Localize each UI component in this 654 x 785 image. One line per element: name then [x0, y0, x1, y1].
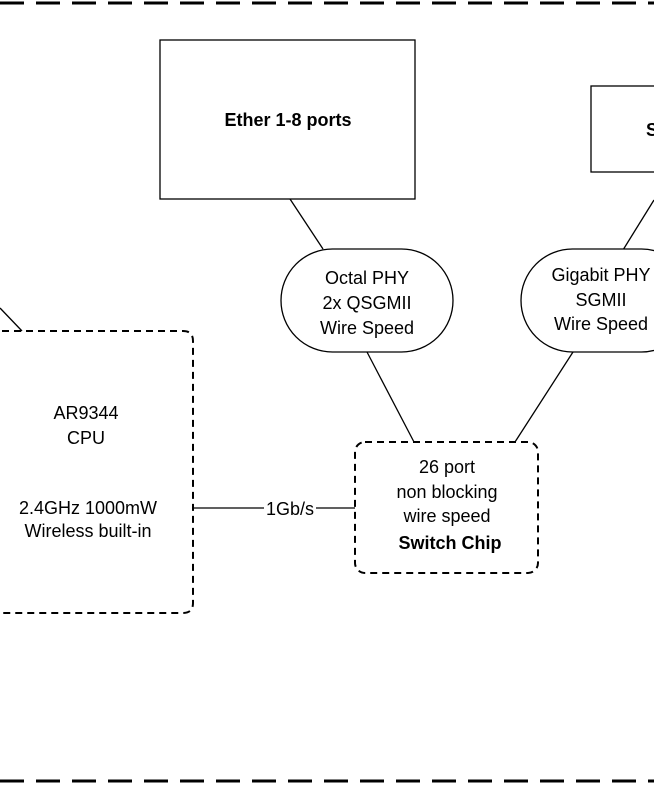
gigabit-phy-line-3: Wire Speed	[554, 314, 648, 334]
switch-chip-box	[354, 441, 539, 574]
gigabit-phy-line-2: SGMII	[575, 290, 626, 310]
wireless-line-2: Wireless built-in	[24, 521, 151, 541]
cpu-line-1: AR9344	[53, 403, 118, 423]
partial-box	[590, 85, 654, 173]
octal-phy-node	[280, 248, 454, 353]
partial-box-label: S	[646, 120, 654, 140]
cpu-line-2: CPU	[67, 428, 105, 448]
octal-phy-line-2: 2x QSGMII	[322, 293, 411, 313]
switch-chip-line-3: wire speed	[402, 506, 490, 526]
switch-chip-line-2: non blocking	[396, 482, 497, 502]
switch-chip-line-1: 26 port	[419, 457, 475, 477]
gigabit-phy-node	[520, 248, 654, 353]
gigabit-to-switch-link	[514, 351, 574, 443]
gigabit-phy-line-1: Gigabit PHY	[551, 265, 650, 285]
wireless-line-1: 2.4GHz 1000mW	[19, 498, 157, 518]
external-to-cpu-link	[0, 307, 23, 332]
cpu-box	[0, 330, 194, 614]
octal-phy-line-3: Wire Speed	[320, 318, 414, 338]
ether-to-octal-link	[289, 198, 324, 250]
ether-ports-label: Ether 1-8 ports	[224, 110, 351, 130]
octal-to-switch-link	[366, 351, 415, 443]
link-speed-label: 1Gb/s	[266, 499, 314, 519]
octal-phy-line-1: Octal PHY	[325, 268, 409, 288]
partial-box-to-gigabit-link	[622, 199, 654, 251]
switch-chip-title: Switch Chip	[399, 533, 502, 553]
ether-ports-box	[159, 39, 416, 200]
